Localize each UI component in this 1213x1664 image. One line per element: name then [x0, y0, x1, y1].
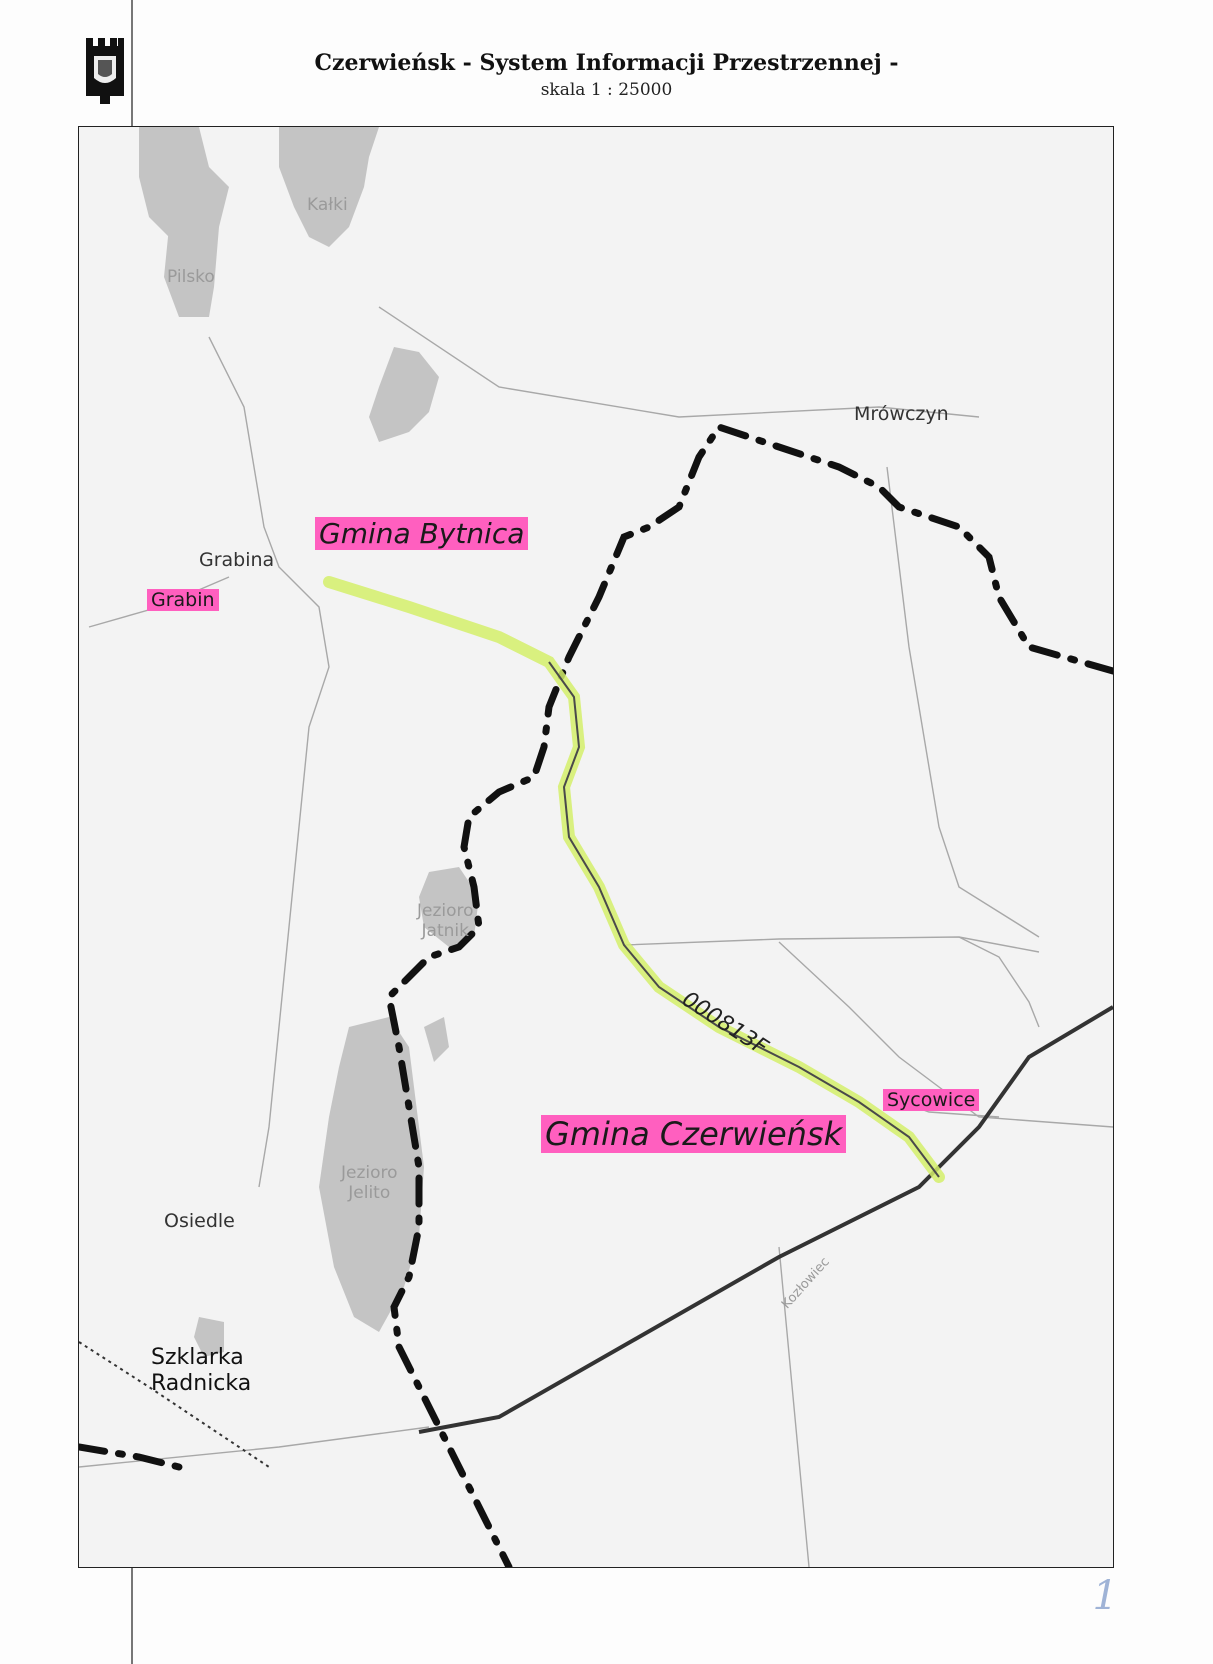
highlight-text: Gmina Czerwieńsk — [541, 1115, 847, 1153]
lake-name-line1: Jezioro — [341, 1163, 398, 1183]
town-name-line2: Radnicka — [151, 1371, 252, 1396]
highlight-text: Grabin — [147, 589, 219, 611]
place-label-jezioro-jatnik: Jezioro Jatnik — [417, 901, 474, 941]
railway-line — [79, 1341, 270, 1468]
town-name-line1: Szklarka — [151, 1345, 244, 1370]
highlight-gmina-czerwiensk: Gmina Czerwieńsk — [541, 1115, 847, 1153]
place-label-szklarka-radnicka: Szklarka Radnicka — [151, 1345, 251, 1397]
map-frame: Kałki Pilsko Mrówczyn Grabina Jezioro Ja… — [78, 126, 1114, 1568]
highlight-text: Sycowice — [883, 1089, 980, 1111]
lake-kalki-east — [279, 127, 379, 247]
highlight-grabin: Grabin — [147, 589, 219, 611]
lake-jatnik — [419, 867, 479, 947]
place-label-osiedle: Osiedle — [164, 1210, 235, 1232]
place-label-jezioro-jelito: Jezioro Jelito — [341, 1163, 398, 1203]
lake-name-line2: Jelito — [348, 1183, 391, 1203]
lake-jelito-north — [424, 1017, 449, 1062]
page-header: Czerwieńsk - System Informacji Przestrze… — [0, 50, 1213, 100]
highlighted-road — [323, 576, 945, 1183]
lake-name-line2: Jatnik — [421, 921, 469, 941]
map-scale: skala 1 : 25000 — [540, 80, 673, 100]
highlight-gmina-bytnica: Gmina Bytnica — [315, 517, 529, 550]
place-label-mrowczyn: Mrówczyn — [854, 403, 949, 425]
lake-small-sw — [194, 1317, 224, 1357]
lakes — [139, 127, 479, 1357]
coat-of-arms-icon — [86, 38, 124, 104]
page-number: 1 — [1092, 1573, 1118, 1619]
place-label-kalki: Kałki — [307, 195, 348, 215]
main-road — [418, 1005, 1113, 1434]
highlight-text: Gmina Bytnica — [315, 517, 529, 550]
place-label-grabina: Grabina — [199, 549, 275, 571]
lake-name-line1: Jezioro — [417, 901, 474, 921]
highlight-sycowice: Sycowice — [883, 1089, 980, 1111]
lake-pilsko — [164, 227, 219, 317]
place-label-pilsko: Pilsko — [167, 267, 215, 287]
lake-mid — [369, 347, 439, 442]
lake-jelito — [319, 1017, 424, 1332]
page-title: Czerwieńsk - System Informacji Przestrze… — [314, 50, 899, 76]
road-813F-line — [548, 661, 940, 1178]
map-canvas — [79, 127, 1113, 1567]
municipal-boundary — [79, 422, 1113, 1567]
